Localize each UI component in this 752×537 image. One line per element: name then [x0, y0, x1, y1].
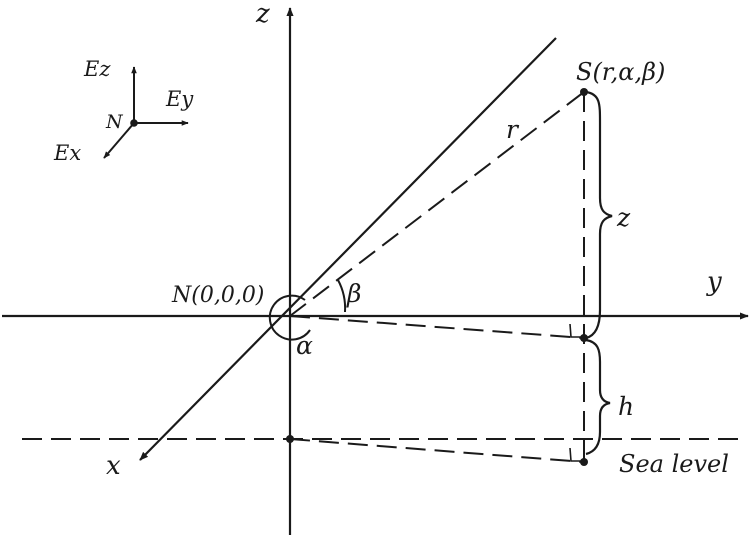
inset-ey-label: Ey: [165, 87, 194, 111]
projection-line-sea: [289, 438, 585, 463]
point-s: [580, 88, 588, 96]
z-distance-label: z: [616, 203, 631, 232]
point-origin-sea: [286, 435, 294, 443]
inset-ex-arrow: [103, 122, 135, 159]
sea-level-label: Sea level: [619, 450, 729, 478]
alpha-arc: [268, 294, 311, 341]
r-label: r: [506, 115, 520, 144]
point-s-label: S(r,α,β): [576, 58, 665, 86]
brace-z: [585, 90, 613, 340]
projection-line-ground: [289, 315, 585, 339]
origin-label: N(0,0,0): [171, 283, 264, 308]
right-angle-mark-ground: [569, 323, 584, 338]
beta-arc: [337, 279, 347, 313]
dashed-lines: [22, 91, 738, 463]
x-axis-line: [139, 37, 557, 461]
orientation-inset: [103, 66, 189, 159]
x-axis-label: x: [106, 451, 121, 481]
brace-h: [585, 338, 611, 456]
alpha-label: α: [296, 331, 313, 360]
inset-ex-label: Ex: [53, 141, 81, 165]
inset-n-label: N: [105, 111, 124, 133]
inset-origin-dot: [130, 119, 138, 127]
y-axis-label: y: [706, 267, 722, 297]
z-axis-label: z: [255, 0, 270, 29]
point-sea-projection: [580, 458, 588, 466]
inset-ez-label: Ez: [83, 57, 111, 81]
r-line: [289, 91, 585, 317]
h-label: h: [618, 392, 634, 421]
beta-label: β: [346, 279, 361, 308]
right-angle-mark-sea: [569, 447, 584, 462]
